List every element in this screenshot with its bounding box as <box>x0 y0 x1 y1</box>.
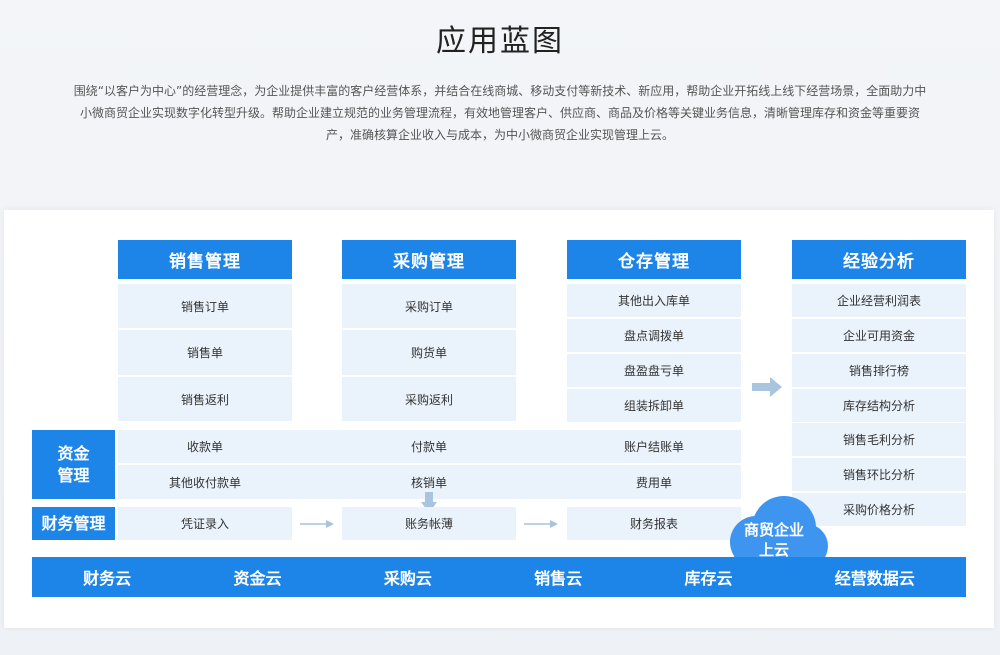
sales-header: 销售管理 <box>118 240 292 279</box>
analysis-item: 企业可用资金 <box>792 319 966 352</box>
funds-cell: 收款单 <box>186 440 223 454</box>
cloud-item: 库存云 <box>684 569 733 588</box>
funds-cell: 核销单 <box>410 475 447 490</box>
intro-line-1: 围绕“以客户为中心”的经营理念，为企业提供丰富的客户经营体系，并结合在线商城、移… <box>73 84 927 98</box>
cloud-item: 经营数据云 <box>834 569 915 588</box>
analysis-header: 经验分析 <box>792 240 966 279</box>
analysis-item: 采购价格分析 <box>792 493 966 526</box>
funds-cell: 费用单 <box>635 475 672 490</box>
intro-text: 围绕“以客户为中心”的经营理念，为企业提供丰富的客户经营体系，并结合在线商城、移… <box>60 80 940 146</box>
funds-label-text: 资金管理 <box>57 443 90 485</box>
funds-row-1: 收款单 付款单 账户结账单 <box>118 430 741 463</box>
purchase-item: 采购订单 <box>342 284 516 328</box>
cloud-badge-text: 商贸企业上云 <box>743 521 804 559</box>
analysis-item: 企业经营利润表 <box>792 284 966 317</box>
inventory-item: 组装拆卸单 <box>567 389 741 422</box>
analysis-item: 库存结构分析 <box>792 389 966 422</box>
down-arrow-icon <box>421 492 437 513</box>
sales-item: 销售单 <box>118 330 292 375</box>
analysis-item: 销售环比分析 <box>792 458 966 491</box>
finance-item: 财务报表 <box>567 507 741 540</box>
purchase-item: 购货单 <box>342 330 516 375</box>
inventory-item: 盘盈盘亏单 <box>567 354 741 387</box>
right-arrow-icon <box>524 520 558 528</box>
finance-item: 账务帐薄 <box>342 507 516 540</box>
cloud-item: 采购云 <box>383 569 432 588</box>
purchase-header: 采购管理 <box>342 240 516 279</box>
funds-cell: 账户结账单 <box>623 440 684 454</box>
cloud-item: 销售云 <box>534 569 583 588</box>
funds-label: 资金管理 <box>32 430 115 499</box>
funds-cell: 其他收付款单 <box>168 475 241 490</box>
cloud-item: 财务云 <box>83 569 132 588</box>
inventory-item: 盘点调拨单 <box>567 319 741 352</box>
intro-line-2: 小微商贸企业实现数字化转型升级。帮助企业建立规范的业务管理流程，有效地管理客户、… <box>79 106 920 120</box>
right-arrow-icon <box>752 377 782 397</box>
analysis-item: 销售排行榜 <box>792 354 966 387</box>
analysis-item: 销售毛利分析 <box>792 423 966 456</box>
cloud-item: 资金云 <box>233 569 282 588</box>
clouds-bar: 财务云 资金云 采购云 销售云 库存云 经营数据云 <box>32 557 966 597</box>
page-title: 应用蓝图 <box>436 24 564 59</box>
funds-cell: 付款单 <box>410 440 447 454</box>
sales-item: 销售订单 <box>118 284 292 328</box>
right-arrow-icon <box>300 520 334 528</box>
inventory-item: 其他出入库单 <box>567 284 741 317</box>
sales-item: 销售返利 <box>118 377 292 421</box>
purchase-item: 采购返利 <box>342 377 516 421</box>
finance-label: 财务管理 <box>32 507 115 540</box>
finance-item: 凭证录入 <box>118 507 292 540</box>
blueprint-card: 销售管理 销售订单 销售单 销售返利 采购管理 采购订单 购货单 采购返利 仓存… <box>4 210 994 628</box>
intro-line-3: 产，准确核算企业收入与成本，为中小微商贸企业实现管理上云。 <box>325 128 674 142</box>
inventory-header: 仓存管理 <box>567 240 741 279</box>
